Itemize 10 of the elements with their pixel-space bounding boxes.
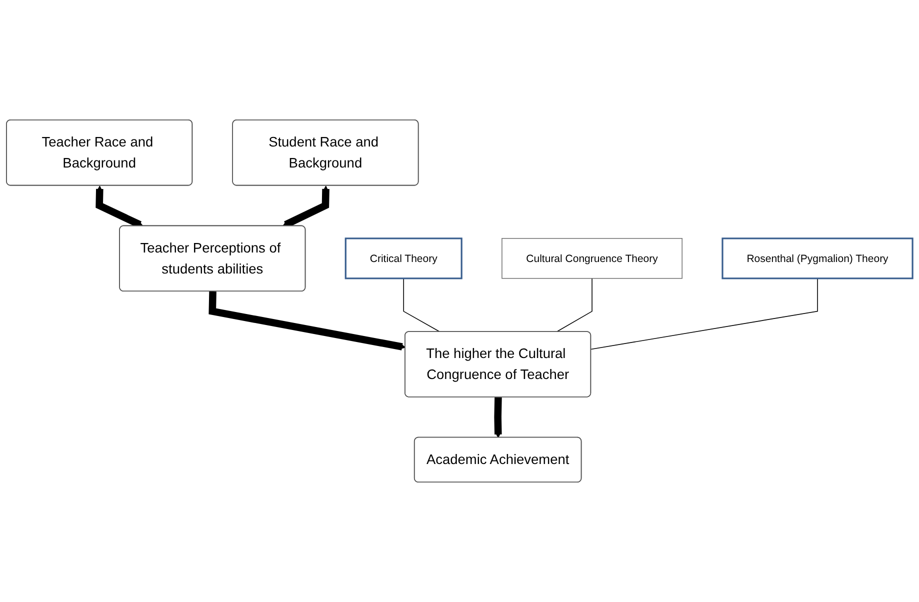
connector-line bbox=[556, 278, 592, 332]
block-arrow bbox=[208, 291, 406, 350]
connector-line bbox=[590, 278, 818, 350]
node-box: Cultural Congruence Theory bbox=[502, 238, 682, 279]
block-arrow bbox=[494, 397, 502, 438]
connector-line bbox=[403, 278, 440, 332]
node-box: Rosenthal (Pygmalion) Theory bbox=[722, 238, 914, 280]
block-arrow bbox=[96, 186, 144, 228]
block-arrow bbox=[282, 186, 330, 228]
node-box: Critical Theory bbox=[344, 238, 462, 280]
